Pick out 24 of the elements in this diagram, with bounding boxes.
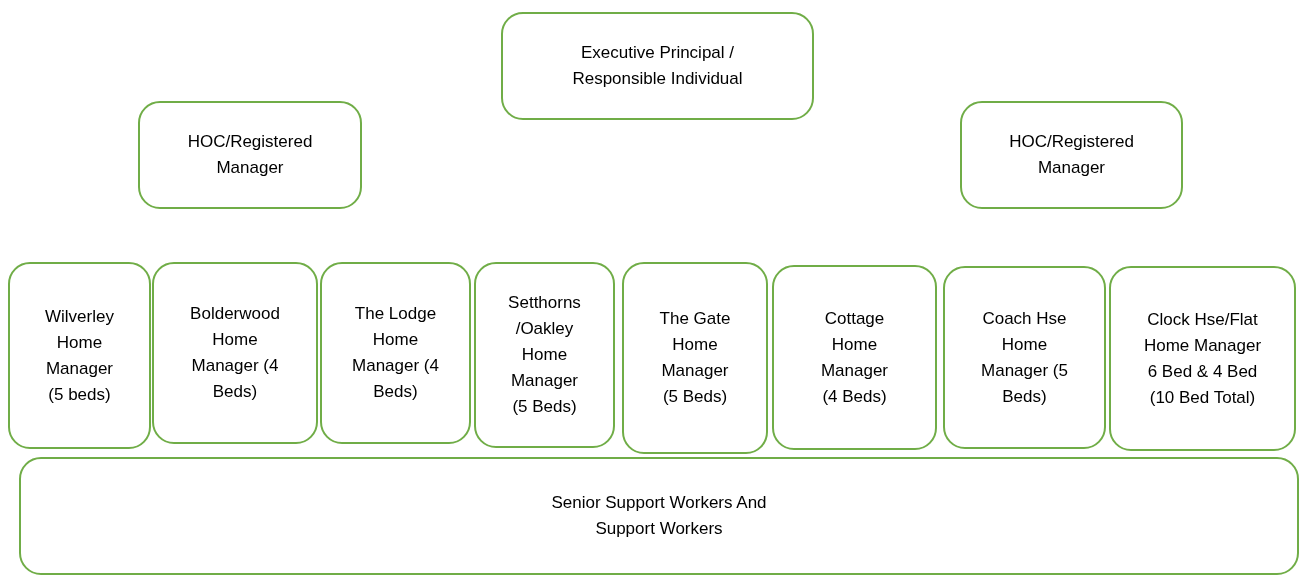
role-title: The Lodge Home Manager (4 Beds): [351, 303, 440, 403]
role-box: [1109, 266, 1296, 451]
role-title: Cottage Home Manager (4 Beds): [819, 307, 890, 408]
role-box: [622, 262, 768, 454]
role-title: Executive Principal / Responsible Individual: [571, 42, 744, 90]
role-box: [152, 262, 318, 444]
role-box: [320, 262, 471, 444]
role-box: [474, 262, 615, 448]
role-title: The Gate Home Manager (5 Beds): [658, 308, 732, 408]
role-box: [501, 12, 814, 120]
role-title: Setthorns /Oakley Home Manager (5 Beds): [507, 292, 582, 418]
role-box: [138, 101, 362, 209]
role-title: Wilverley Home Manager (5 beds): [44, 305, 115, 406]
role-title: HOC/Registered Manager: [186, 131, 314, 179]
role-box: [772, 265, 937, 450]
role-title: HOC/Registered Manager: [1008, 131, 1135, 179]
role-title: Coach Hse Home Manager (5 Beds): [980, 307, 1069, 408]
role-title: Senior Support Workers And Support Workers: [550, 492, 768, 540]
role-box: [960, 101, 1183, 209]
role-title: Bolderwood Home Manager (4 Beds): [190, 303, 280, 403]
role-title: Clock Hse/Flat Home Manager 6 Bed & 4 Bed (10 Bed Total): [1142, 308, 1263, 409]
role-box: [19, 457, 1299, 575]
role-box: [8, 262, 151, 449]
role-box: [943, 266, 1106, 449]
